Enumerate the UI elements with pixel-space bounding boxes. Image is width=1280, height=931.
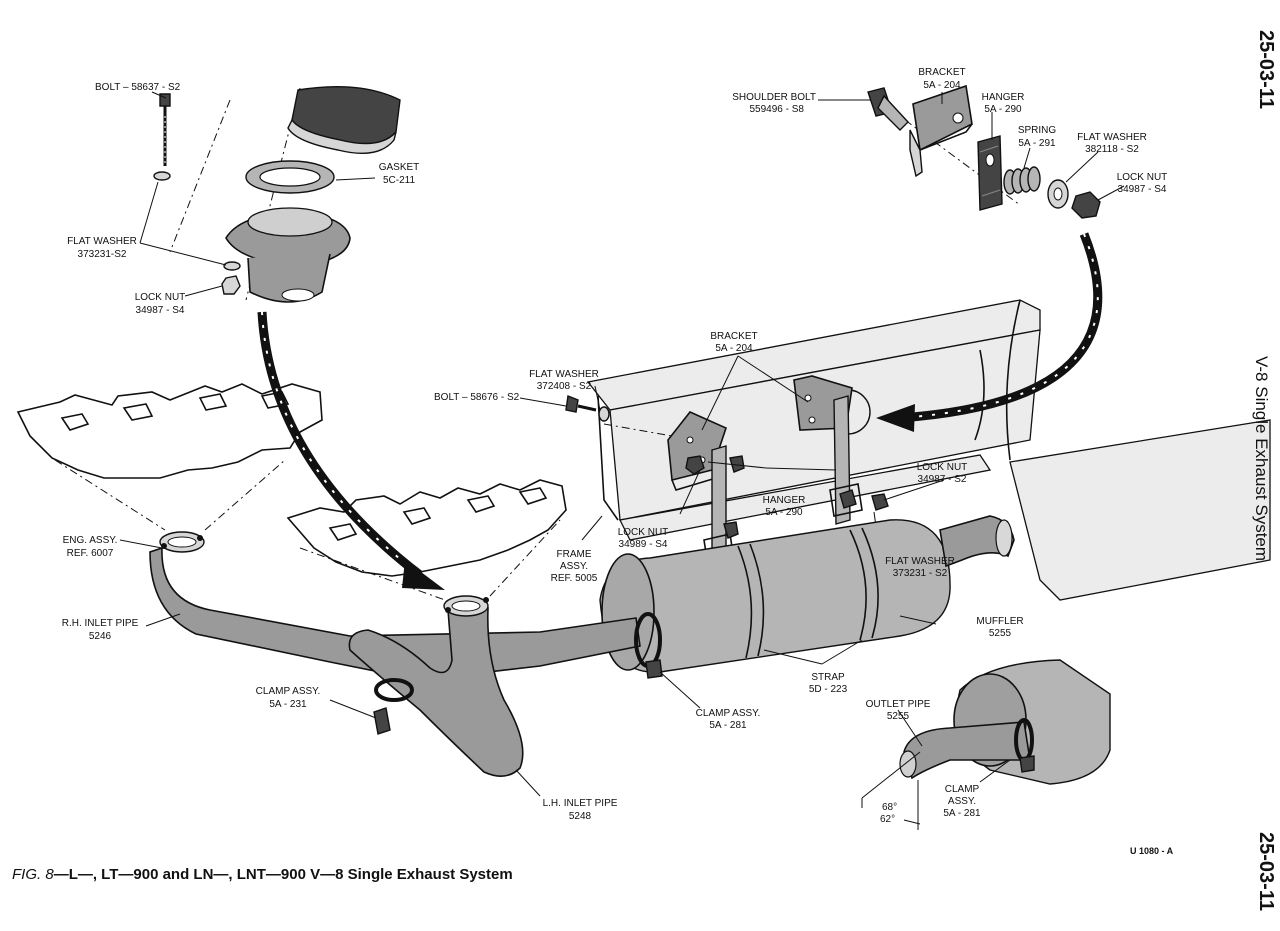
figure-ref-code: U 1080 - A [1130, 846, 1174, 856]
label-hanger-top-num: 5A - 290 [984, 104, 1022, 115]
label-muffler: MUFFLER [976, 616, 1023, 627]
muffler [599, 515, 1015, 673]
label-clamp-mid: CLAMP ASSY. [696, 708, 761, 719]
label-clamp-right: CLAMP [945, 784, 980, 795]
assembly-arrow-right [876, 232, 1103, 432]
label-frame-assy-2: ASSY. [560, 561, 588, 572]
label-flat-washer-mid-num: 372408 - S2 [537, 381, 592, 392]
label-spring: SPRING [1018, 125, 1057, 136]
label-outlet-pipe: OUTLET PIPE [866, 699, 931, 710]
lh-inlet-pipe [348, 595, 524, 777]
spring-coils [1003, 166, 1041, 195]
label-clamp-right-num: 5A - 281 [943, 808, 981, 819]
clamp-left [373, 678, 414, 735]
label-lh-inlet-num: 5248 [569, 811, 592, 822]
label-hanger-mid-num: 5A - 290 [765, 507, 803, 518]
figure-caption-prefix: FIG. 8 [12, 866, 54, 883]
hanger-exploded [867, 84, 1101, 219]
label-shoulder-bolt-num: 559496 - S8 [750, 104, 805, 115]
label-spring-num: 5A - 291 [1018, 138, 1056, 149]
label-lock-nut-mid-left: LOCK NUT [618, 527, 669, 538]
label-lock-nut-mid-right: LOCK NUT [917, 462, 968, 473]
label-eng-assy: ENG. ASSY. [63, 535, 118, 546]
label-bracket-mid-num: 5A - 204 [715, 343, 753, 354]
figure-caption-text: —L—, LT—900 and LN—, LNT—900 V—8 Single … [53, 866, 513, 883]
rh-inlet-pipe [149, 531, 641, 681]
label-flat-washer-mid: FLAT WASHER [529, 369, 599, 380]
label-frame-assy-num: REF. 5005 [551, 573, 598, 584]
label-flat-washer-left: FLAT WASHER [67, 236, 137, 247]
label-bolt-top: BOLT – 58637 - S2 [95, 82, 181, 93]
label-flat-washer-top: FLAT WASHER [1077, 132, 1147, 143]
label-clamp-mid-num: 5A - 281 [709, 720, 747, 731]
label-flat-washer-top-num: 382118 - S2 [1085, 144, 1139, 155]
label-clamp-left-num: 5A - 231 [269, 699, 307, 710]
page-number-bottom: 25-03-11 [1255, 832, 1277, 911]
label-hanger-top: HANGER [982, 92, 1025, 103]
label-angle-62: 62° [880, 814, 895, 825]
label-angle-68: 68° [882, 802, 897, 813]
callout-labels: BOLT – 58637 - S2 GASKET 5C-211 FLAT WAS… [62, 67, 1168, 825]
figure-caption: FIG. 8—L—, LT—900 and LN—, LNT—900 V—8 S… [12, 866, 513, 883]
label-lock-nut-left: LOCK NUT [135, 292, 186, 303]
label-lock-nut-mid-right-num: 34987 - S2 [918, 474, 967, 485]
label-strap: STRAP [811, 672, 845, 683]
label-gasket-num: 5C-211 [383, 175, 415, 186]
leaders-top-right [818, 92, 1125, 201]
label-shoulder-bolt: SHOULDER BOLT [732, 92, 816, 103]
label-lock-nut-top: LOCK NUT [1117, 172, 1168, 183]
label-gasket: GASKET [379, 162, 420, 173]
assembly-arrow-left [257, 311, 445, 590]
label-clamp-left: CLAMP ASSY. [256, 686, 321, 697]
label-flat-washer-left-num: 373231-S2 [78, 249, 127, 260]
leaders-lower [119, 539, 937, 797]
outlet-pipe-detail [861, 659, 1111, 830]
label-lock-nut-mid-left-num: 34989 - S4 [619, 539, 668, 550]
label-lock-nut-left-num: 34987 - S4 [136, 305, 185, 316]
label-lh-inlet: L.H. INLET PIPE [543, 798, 618, 809]
label-bolt-mid: BOLT – 58676 - S2 [434, 392, 520, 403]
label-rh-inlet-num: 5246 [89, 631, 112, 642]
clamp-mid [634, 612, 663, 679]
label-lock-nut-top-num: 34987 - S4 [1118, 184, 1167, 195]
label-bracket-mid: BRACKET [710, 331, 757, 342]
label-muffler-num: 5255 [989, 628, 1012, 639]
label-strap-num: 5D - 223 [809, 684, 848, 695]
label-frame-assy: FRAME [557, 549, 592, 560]
label-outlet-pipe-num: 5255 [887, 711, 910, 722]
engine-manifold-right [16, 383, 323, 479]
label-bracket-top-num: 5A - 204 [923, 80, 961, 91]
label-eng-assy-num: REF. 6007 [67, 548, 114, 559]
label-bracket-top: BRACKET [918, 67, 965, 78]
label-flat-washer-lower: FLAT WASHER [885, 556, 955, 567]
label-rh-inlet: R.H. INLET PIPE [62, 618, 139, 629]
leaders-top-left [139, 91, 376, 297]
side-title: V-8 Single Exhaust System [1252, 356, 1271, 562]
exhaust-flange-exploded [153, 85, 401, 303]
label-clamp-right-2: ASSY. [948, 796, 976, 807]
page-number-top: 25-03-11 [1255, 30, 1277, 109]
engine-manifold-left [286, 479, 567, 577]
label-hanger-mid: HANGER [763, 495, 806, 506]
label-flat-washer-lower-num: 373231 - S2 [893, 568, 948, 579]
